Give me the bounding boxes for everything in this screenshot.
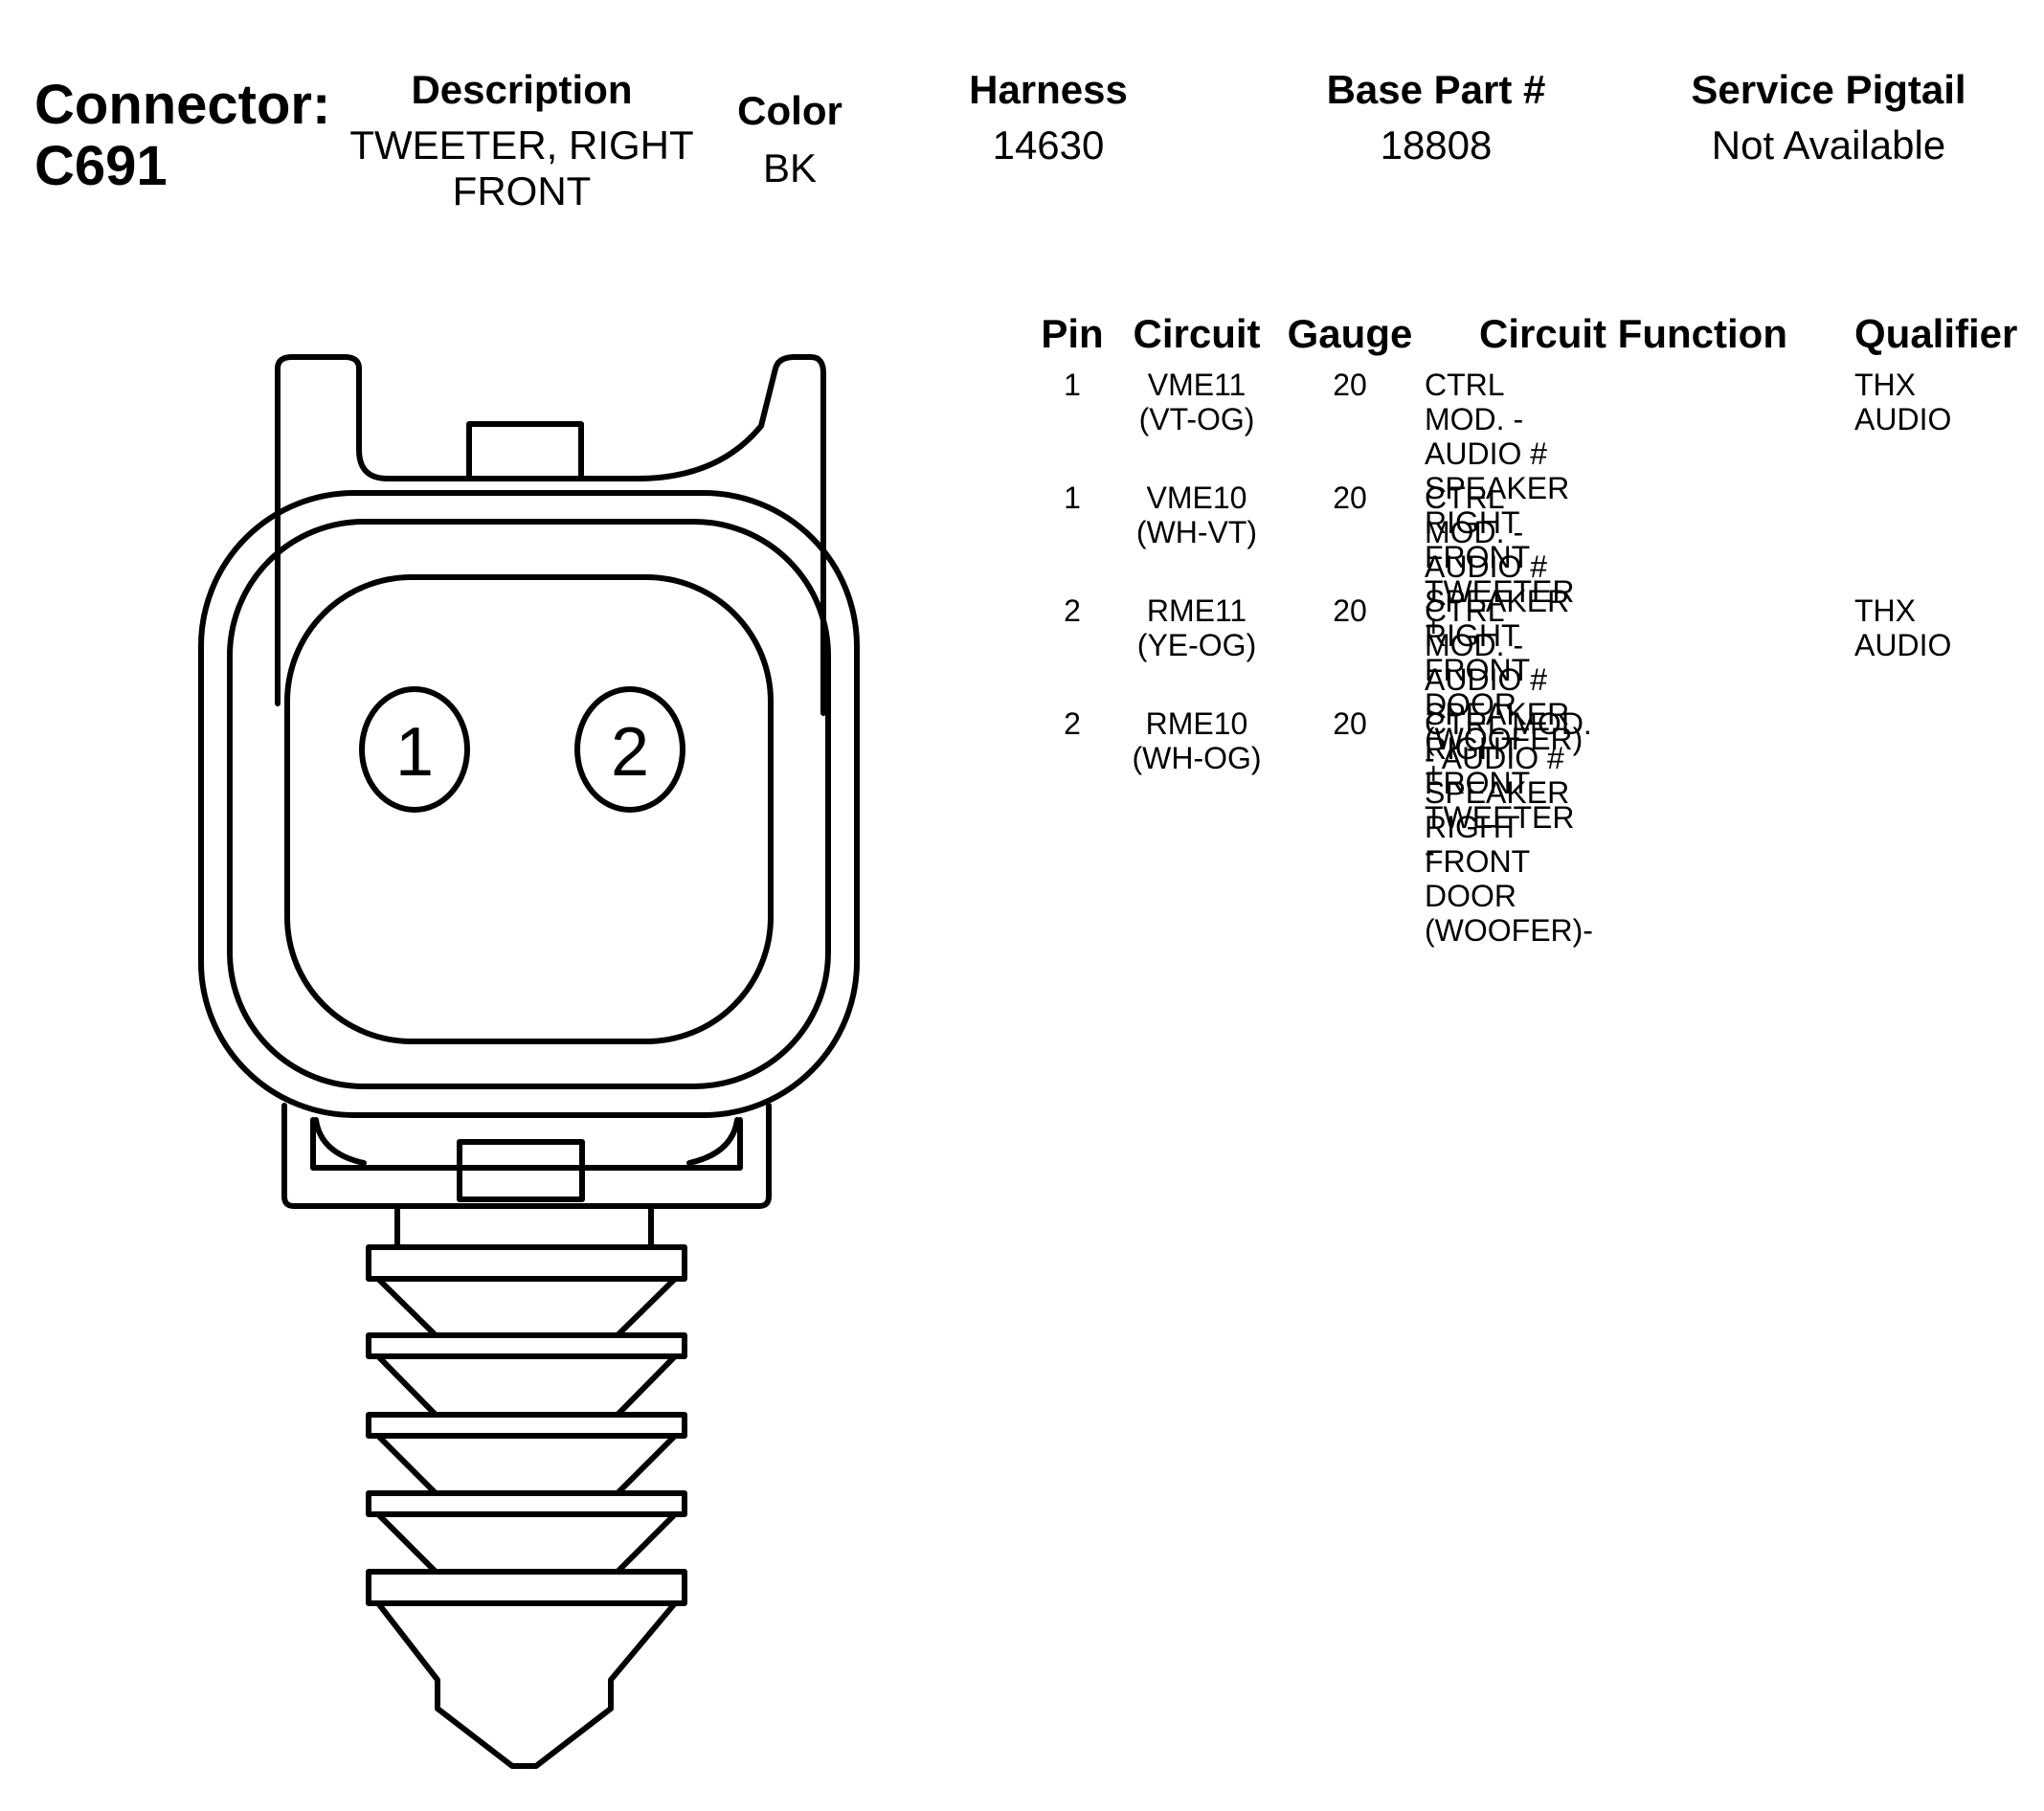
col-header-circuit: Circuit (1133, 311, 1261, 356)
pin-1-circle (359, 686, 470, 813)
service-pigtail-value: Not Available (1711, 123, 1946, 168)
wire-seal-neck (394, 1203, 654, 1250)
connector-outer-housing (198, 490, 860, 1118)
row-1-gauge: 20 (1333, 368, 1367, 402)
connector-lower-body (281, 1103, 772, 1209)
row-1-circuit: VME11 (VT-OG) (1138, 368, 1255, 436)
row-3-qualifier: THX AUDIO (1854, 593, 1952, 662)
row-1-qualifier: THX AUDIO (1854, 368, 1952, 436)
row-2-pin: 1 (1064, 481, 1081, 515)
connector-id: C691 (34, 135, 168, 197)
col-header-gauge: Gauge (1287, 311, 1413, 356)
row-4-pin: 2 (1064, 706, 1081, 741)
row-3-function: CTRL MOD. - AUDIO # SPEAKER RIGHT FRONT … (1425, 593, 1575, 869)
row-4-gauge: 20 (1333, 706, 1367, 741)
row-2-circuit: VME10 (WH-VT) (1135, 481, 1258, 549)
wire-boot (366, 1244, 687, 1769)
connector-key-top (466, 421, 584, 481)
row-2-function: CTRL MOD. - AUDIO # SPEAKER RIGHT FRONT … (1425, 481, 1584, 791)
connector-drawing: 1 2 (198, 354, 860, 1769)
row-1-function: CTRL MOD. - AUDIO # SPEAKER RIGHT FRONT … (1425, 368, 1575, 643)
service-pigtail-label: Service Pigtail (1691, 67, 1966, 112)
row-3-gauge: 20 (1333, 593, 1367, 628)
base-part-label: Base Part # (1326, 67, 1546, 112)
row-4-function: CTRL MOD. - AUDIO # SPEAKER RIGHT FRONT … (1425, 706, 1593, 948)
harness-label: Harness (969, 67, 1128, 112)
connector-latch-outline (275, 354, 826, 716)
col-header-qualifier: Qualifier (1854, 311, 2018, 356)
row-3-pin: 2 (1064, 593, 1081, 628)
pin-2-circle (574, 686, 685, 813)
color-label: Color (737, 88, 842, 133)
harness-value: 14630 (992, 123, 1105, 168)
connector-cavity-face (284, 574, 774, 1044)
col-header-pin: Pin (1041, 311, 1104, 356)
color-value: BK (762, 145, 818, 190)
row-3-circuit: RME11 (YE-OG) (1136, 593, 1257, 662)
pin-2-label: 2 (611, 714, 649, 791)
row-4-circuit: RME10 (WH-OG) (1132, 706, 1262, 775)
connector-lower-ramp-left (313, 1117, 367, 1166)
connector-label: Connector: (34, 74, 331, 136)
pin-1-label: 1 (395, 714, 434, 791)
description-label: Description (411, 67, 633, 112)
connector-inner-ring (227, 519, 831, 1089)
connector-lower-ramp-right (686, 1117, 740, 1166)
description-value: TWEETER, RIGHT FRONT (349, 123, 694, 213)
base-part-value: 18808 (1380, 123, 1493, 168)
col-header-circuit-function: Circuit Function (1479, 311, 1787, 356)
row-2-gauge: 20 (1333, 481, 1367, 515)
row-1-pin: 1 (1064, 368, 1081, 402)
